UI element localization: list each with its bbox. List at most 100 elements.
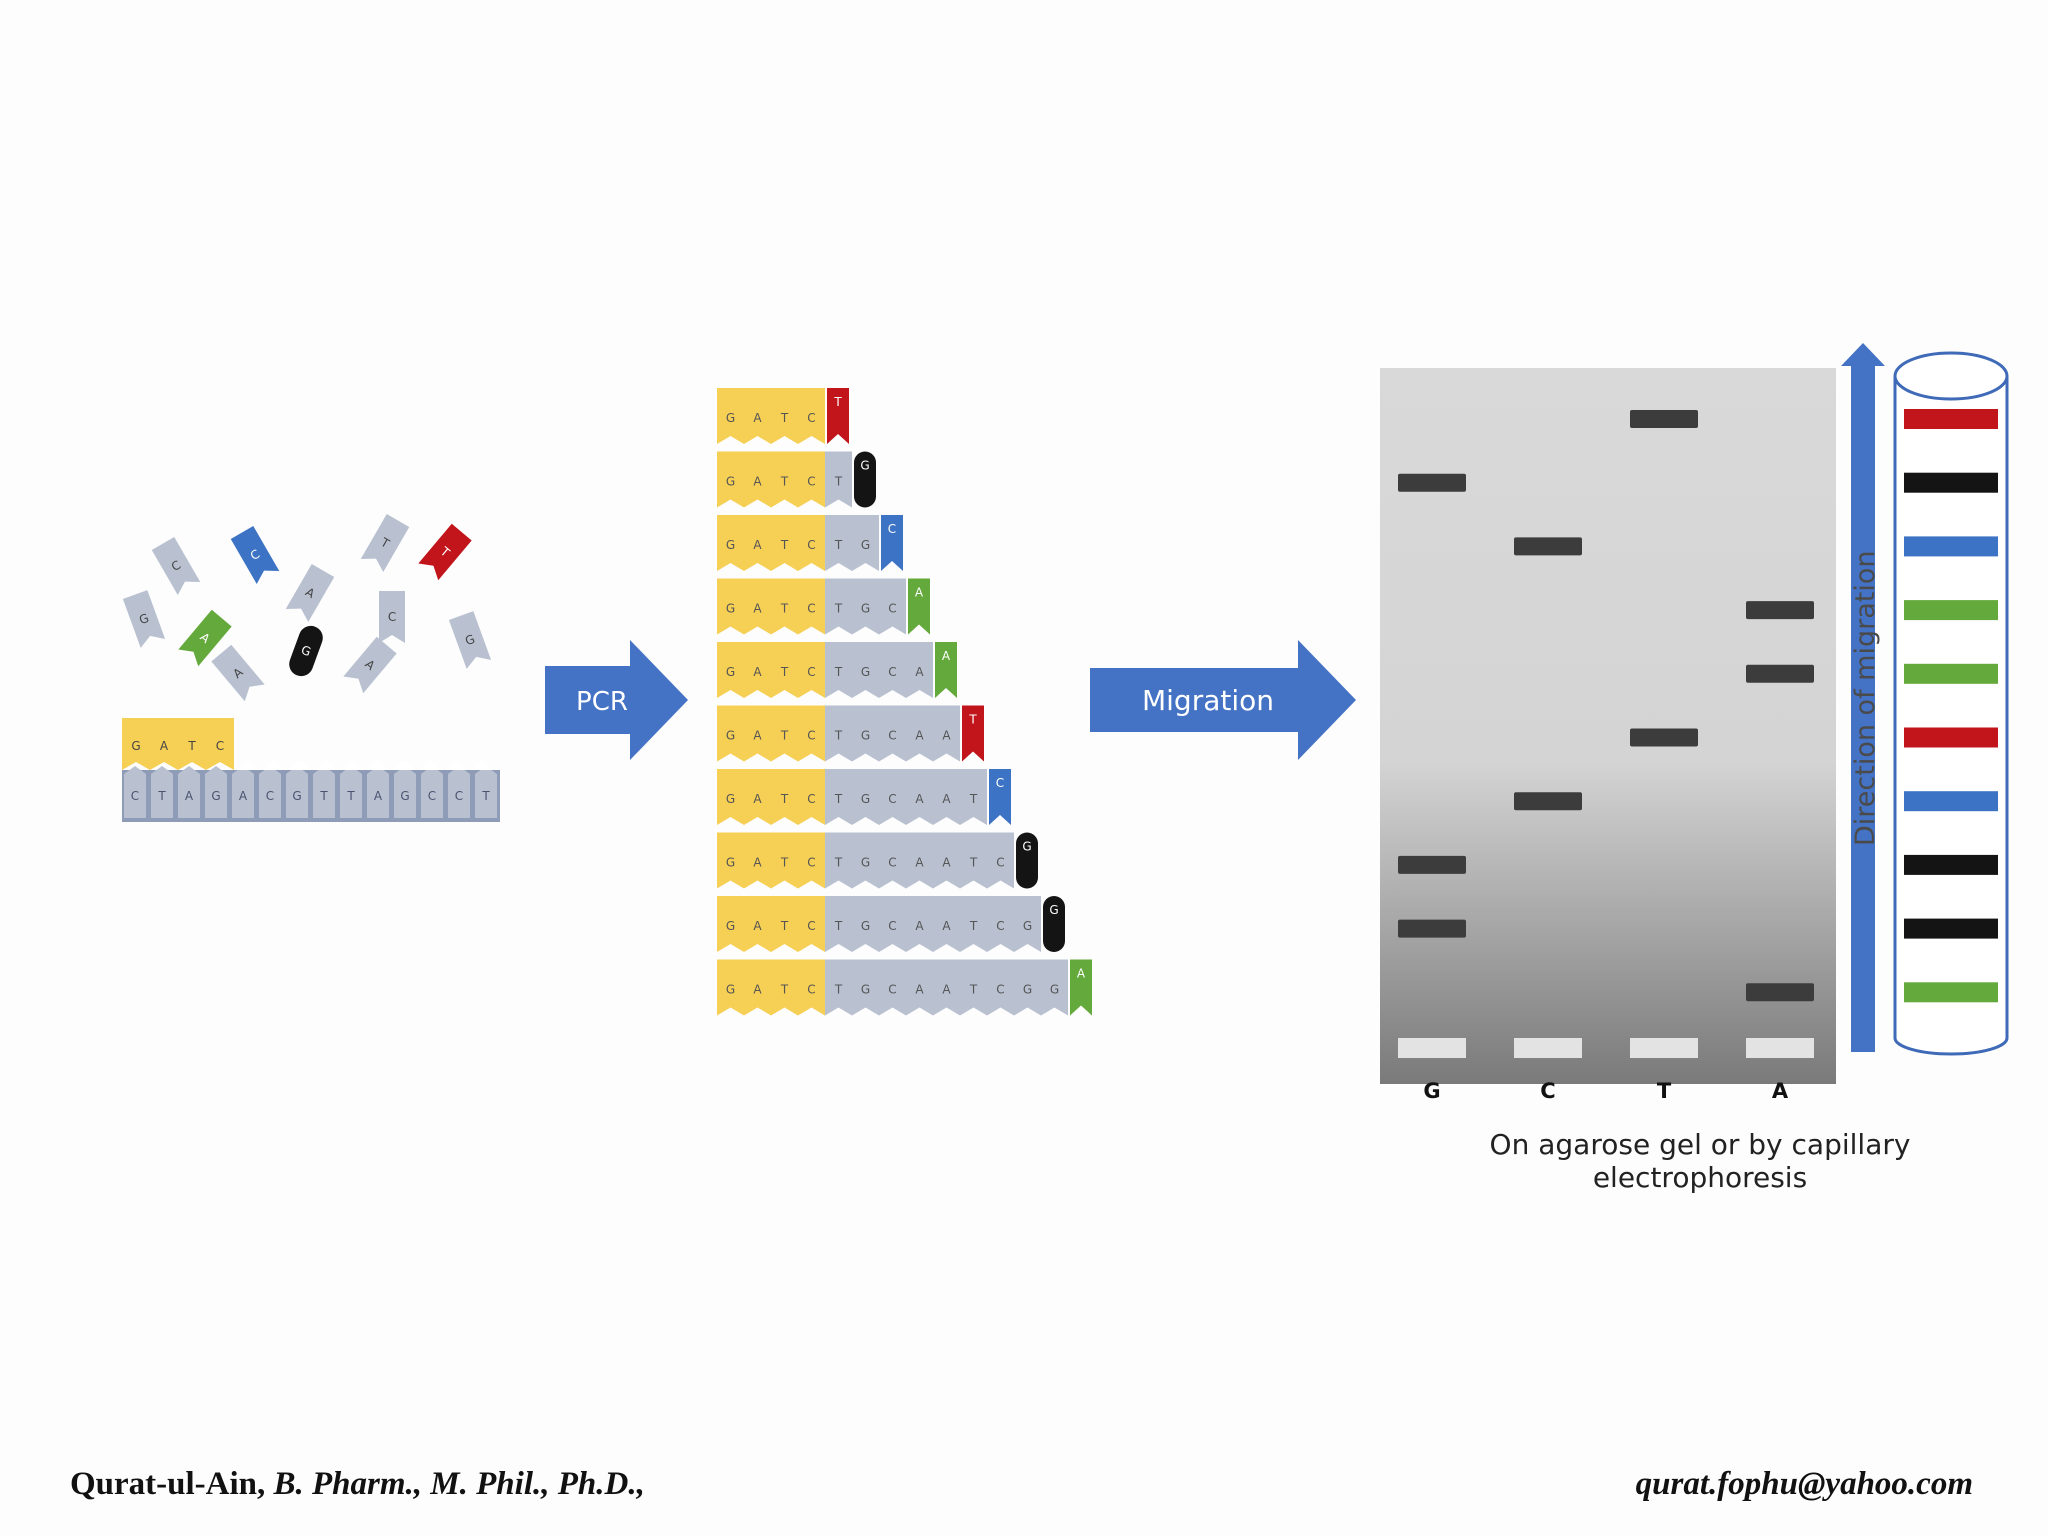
fragment-primer-base: C — [807, 602, 815, 616]
fragment-synth-base: T — [834, 792, 843, 806]
template-base: T — [319, 789, 328, 803]
gel-band — [1746, 601, 1814, 620]
fragment-terminator: G — [860, 459, 869, 473]
fragment-primer-base: C — [807, 411, 815, 425]
fragment-synth-base: T — [969, 983, 978, 997]
gel-lane-label: A — [1772, 1079, 1789, 1103]
fragment-synth-base: G — [1023, 919, 1032, 933]
fragment-primer-base: T — [780, 538, 789, 552]
capillary-band — [1904, 791, 1998, 812]
free-nucleotide-letter: G — [137, 611, 151, 627]
fragment-synth-base: T — [834, 665, 843, 679]
fragment-primer-base: A — [753, 665, 762, 679]
capillary-band — [1904, 982, 1998, 1003]
pcr-label: PCR — [576, 687, 628, 717]
fragment-synth-base: T — [834, 729, 843, 743]
template-base: G — [292, 789, 301, 803]
free-nucleotide: C — [230, 525, 280, 585]
migration-arrow: Migration — [1090, 640, 1356, 760]
free-nucleotide-letter: C — [388, 610, 396, 624]
gel-band — [1398, 919, 1466, 938]
free-nucleotide: A — [285, 563, 335, 623]
fragment-synth-base: G — [1023, 983, 1032, 997]
fragment-synth-base: G — [861, 856, 870, 870]
fragment-synth-base: A — [915, 665, 924, 679]
fragment-synth-base: T — [834, 983, 843, 997]
gel-well — [1630, 1038, 1698, 1058]
author-name: Qurat-ul-Ain, — [70, 1466, 266, 1502]
fragment-primer-base: G — [726, 792, 735, 806]
fragment-primer-base: T — [780, 729, 789, 743]
gel-well — [1746, 1038, 1814, 1058]
fragment-synth-base: C — [888, 856, 896, 870]
primer-base: G — [131, 739, 140, 753]
gel-band — [1398, 855, 1466, 874]
fragment-terminator: G — [1022, 840, 1031, 854]
fragment-primer-base: A — [753, 792, 762, 806]
free-nucleotide: T — [360, 513, 410, 573]
fragment-primer-base: T — [780, 919, 789, 933]
fragment-primer-base: G — [726, 729, 735, 743]
fragment-synth-base: C — [888, 919, 896, 933]
gel-band — [1746, 664, 1814, 683]
capillary-tube — [1893, 351, 2009, 1056]
capillary-band — [1904, 854, 1998, 875]
gel-lane-label: T — [1657, 1079, 1672, 1103]
fragment-primer-base: T — [780, 856, 789, 870]
template-base: T — [481, 789, 490, 803]
fragment-synth-base: T — [969, 919, 978, 933]
gel-well — [1514, 1038, 1582, 1058]
fragment-synth-base: T — [834, 856, 843, 870]
template-base: G — [400, 789, 409, 803]
fragment-terminator: C — [888, 522, 896, 536]
primer-base: T — [187, 739, 196, 753]
fragment-terminator: T — [833, 395, 842, 409]
fragment-terminator: A — [1077, 967, 1086, 981]
fragment-synth-base: A — [915, 792, 924, 806]
free-nucleotide: A — [178, 609, 232, 667]
direction-arrow: Direction of migration — [1841, 343, 1885, 1052]
fragment-synth-base: T — [969, 792, 978, 806]
capillary-band — [1904, 409, 1998, 429]
fragment-synth-base: C — [888, 983, 896, 997]
fragment-synth-base: T — [834, 475, 843, 489]
fragment-primer-base: C — [807, 856, 815, 870]
template-base: G — [211, 789, 220, 803]
template-base: C — [266, 789, 274, 803]
fragment-primer-base: C — [807, 983, 815, 997]
template-base: T — [346, 789, 355, 803]
author-email: qurat.fophu@yahoo.com — [1635, 1466, 1973, 1502]
template-base: C — [455, 789, 463, 803]
gel-band — [1630, 410, 1698, 428]
gel-band — [1514, 537, 1582, 556]
capillary-band — [1904, 600, 1998, 621]
fragment-primer-base: G — [726, 856, 735, 870]
fragment-synth-base: C — [996, 856, 1004, 870]
fragment-primer-base: C — [807, 665, 815, 679]
fragment-primer-base: T — [780, 665, 789, 679]
gel-band — [1630, 728, 1698, 747]
fragment-primer-base: T — [780, 983, 789, 997]
gel-band — [1398, 473, 1466, 492]
capillary-band — [1904, 536, 1998, 557]
fragment-synth-base: T — [834, 602, 843, 616]
fragment-synth-base: G — [861, 919, 870, 933]
fragment-synth-base: G — [861, 729, 870, 743]
capillary-band — [1904, 663, 1998, 684]
primer-base: A — [160, 739, 169, 753]
fragment-terminator: C — [996, 776, 1004, 790]
free-nucleotide: C — [379, 591, 405, 643]
gel-band — [1746, 983, 1814, 1002]
fragment-primer-base: A — [753, 538, 762, 552]
template-base: C — [131, 789, 139, 803]
